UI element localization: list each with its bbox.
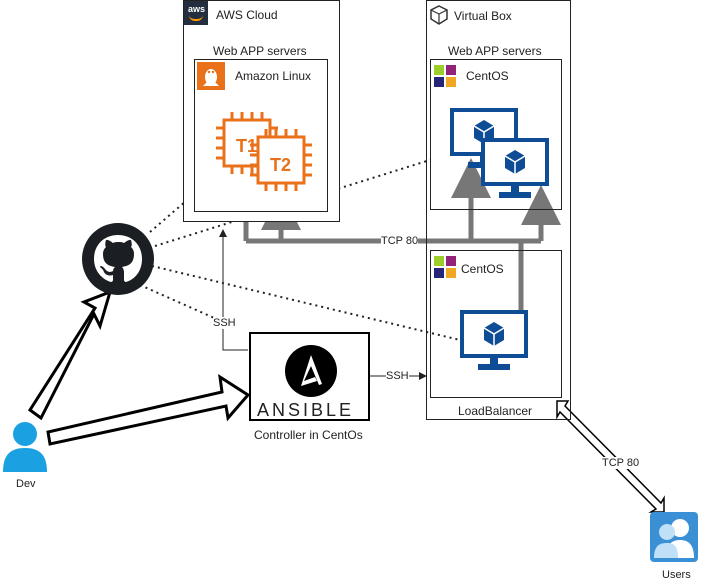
github-octocat-icon xyxy=(82,223,154,295)
linux-tux-icon xyxy=(197,62,225,90)
centos-bottom-label: CentOS xyxy=(461,262,504,276)
centos-top-label: CentOS xyxy=(466,69,509,83)
ssh-vbox-label: SSH xyxy=(386,370,409,382)
tcp80-users-label: TCP 80 xyxy=(602,457,640,469)
centos-loadbalancer-box: CentOS xyxy=(430,250,562,398)
dev-to-github-arrow xyxy=(27,289,113,421)
ansible-logo-icon xyxy=(285,345,337,397)
ec2-t1-label: T1 xyxy=(236,136,257,156)
users-label: Users xyxy=(662,569,691,581)
aws-web-app-label: Web APP servers xyxy=(213,44,307,58)
centos-webapp-box: CentOS xyxy=(430,59,562,210)
loadbalancer-label: LoadBalancer xyxy=(458,404,533,418)
centos-icon xyxy=(432,63,458,89)
virtualbox-container: Virtual Box Web APP servers LoadBalancer xyxy=(426,0,571,420)
dotted-link-vbox-lb xyxy=(151,265,461,341)
ssh-aws-label: SSH xyxy=(213,317,236,329)
loadbalancer-vm-icon xyxy=(460,310,528,370)
virtualbox-title: Virtual Box xyxy=(454,9,512,23)
virtual-machine-monitor-icon xyxy=(481,138,549,198)
ansible-caption: Controller in CentOs xyxy=(254,428,363,442)
tcp80-lb-label: TCP 80 xyxy=(381,235,419,247)
amazon-linux-label: Amazon Linux xyxy=(235,69,312,83)
aws-logo-icon: aws xyxy=(184,1,208,25)
vbox-web-app-label: Web APP servers xyxy=(448,44,542,58)
aws-cloud-container: aws AWS Cloud Web APP servers xyxy=(183,0,340,222)
users-group-icon xyxy=(650,512,698,562)
centos-icon xyxy=(432,254,458,280)
virtualbox-icon xyxy=(430,5,448,25)
dotted-link-ansible xyxy=(139,284,231,326)
dev-label: Dev xyxy=(16,478,36,490)
ansible-controller-node: ANSIBLE xyxy=(249,332,370,421)
aws-cloud-title: AWS Cloud xyxy=(216,8,278,22)
dev-to-ansible-arrow xyxy=(46,373,251,446)
ansible-wordmark: ANSIBLE xyxy=(257,400,355,420)
amazon-linux-box: Amazon Linux xyxy=(194,59,328,212)
ec2-instance-t2-icon: T2 xyxy=(250,129,312,191)
ec2-t2-label: T2 xyxy=(270,155,291,175)
user-icon xyxy=(3,422,47,472)
